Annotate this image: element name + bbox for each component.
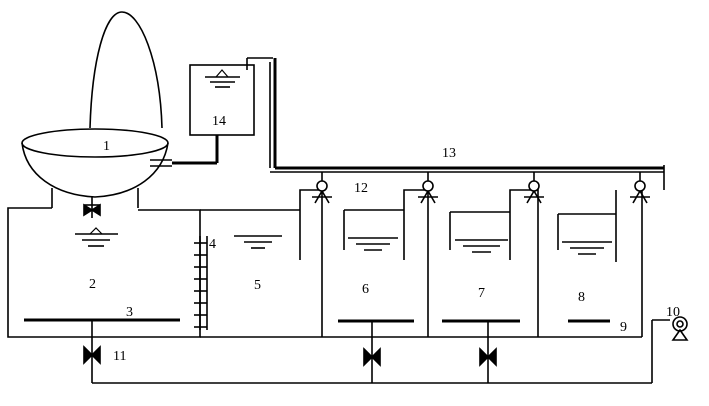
drain-valve-11 [83,345,101,365]
drain-valve-6 [363,347,381,367]
bowl-outlet-pipe [150,135,219,167]
spray-nozzle-1 [312,172,332,204]
label-3: 3 [126,305,133,320]
tank-5 [200,209,322,338]
spray-nozzle-2 [418,172,438,204]
label-10: 10 [666,305,680,320]
label-13: 13 [442,146,456,161]
bowl-drain-valve [83,196,101,218]
label-12: 12 [354,181,368,196]
label-14: 14 [212,114,226,129]
label-1: 1 [103,139,110,154]
drain-valve-7 [479,347,497,367]
label-4: 4 [209,237,216,252]
tank-8 [509,189,643,338]
label-2: 2 [89,277,96,292]
spray-nozzle-3 [524,172,544,204]
header-tank-14 [189,64,255,136]
label-9: 9 [620,320,627,335]
tank-6 [299,189,428,338]
label-11: 11 [113,349,126,364]
drain-line [91,319,670,384]
pump-10 [671,316,689,341]
screen-ladder-4 [194,236,208,330]
label-6: 6 [362,282,369,297]
label-7: 7 [478,286,485,301]
label-8: 8 [578,290,585,305]
distribution-pipe-13 [246,57,665,190]
bowl-vessel-1 [21,11,169,208]
tank-7 [403,189,538,338]
label-5: 5 [254,278,261,293]
main-tank-2 [7,207,201,338]
spray-nozzle-4 [630,172,650,204]
